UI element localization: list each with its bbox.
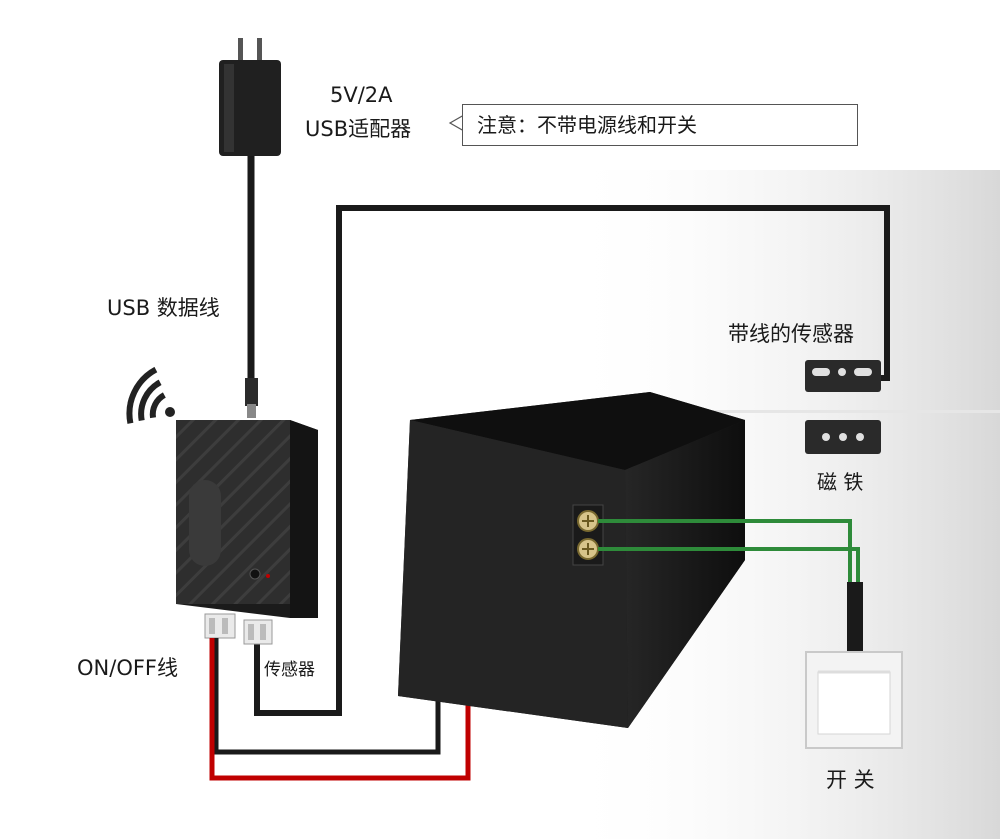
usb-plug [245,378,258,418]
wall-switch [805,651,903,749]
switch-wire-green-1 [598,519,852,590]
magnet-label: 磁 铁 [817,470,864,494]
sensor-connector [243,619,273,645]
switch-label: 开 关 [826,768,875,792]
usb-cable-label: USB 数据线 [107,296,220,320]
note-pointer-icon [448,114,465,132]
adapter-type-label: USB适配器 [305,117,412,141]
onoff-connector [204,613,236,639]
door-sensor [805,360,881,392]
smart-controller-device [176,420,318,618]
onoff-wire-label: ON/OFF线 [77,656,179,680]
magnet-block [805,420,881,454]
sensor-port-label: 传感器 [264,660,315,680]
switch-wire-green-2 [598,547,860,590]
background-floor-line [600,410,1000,413]
garage-door-opener-box [398,392,745,728]
usb-adapter-icon [219,38,281,156]
wifi-icon [126,366,175,424]
sensor-wired-label: 带线的传感器 [728,322,854,346]
terminal-block [572,504,604,566]
sensor-wire [254,205,890,716]
switch-cable [847,582,863,654]
adapter-spec-label: 5V/2A [330,83,393,107]
note-callout: 注意：不带电源线和开关 [462,104,858,146]
